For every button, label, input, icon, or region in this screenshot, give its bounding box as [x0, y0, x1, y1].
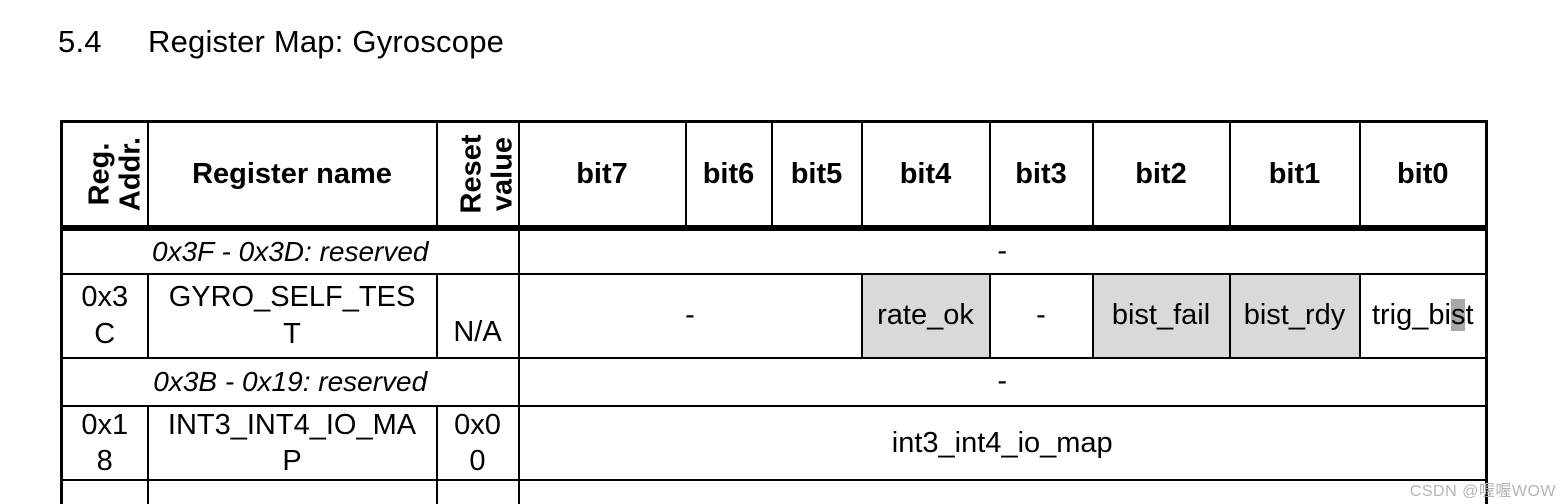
row-next-partial: [60, 479, 1488, 504]
header-bit3: bit3: [988, 120, 1094, 231]
bit3-cell: -: [988, 272, 1094, 359]
reserved-bits-cell: -: [517, 226, 1488, 275]
section-heading: 5.4 Register Map: Gyroscope: [58, 24, 504, 60]
header-bit2: bit2: [1091, 120, 1231, 231]
header-register-name: Register name: [146, 120, 438, 231]
reset-value-cell: [435, 479, 520, 504]
reserved-range-label: 0x3F - 0x3D: reserved: [60, 226, 520, 275]
register-name-cell: GYRO_SELF_TEST: [146, 272, 438, 359]
bit1-bist-rdy-cell: bist_rdy: [1228, 272, 1361, 359]
watermark-text: CSDN @喔喔WOW: [1409, 483, 1556, 500]
row-reserved-3b-19: 0x3B - 0x19: reserved -: [60, 356, 1488, 407]
bit4-rate-ok-cell: rate_ok: [860, 272, 991, 359]
header-bit7: bit7: [517, 120, 687, 231]
table-header-row: Reg. Addr. Register name Reset value bit…: [60, 120, 1488, 231]
reg-addr-cell: [60, 479, 149, 504]
bit0-trig-bist-cell: trig_bist: [1358, 272, 1488, 359]
section-number: 5.4: [58, 24, 102, 59]
register-name-cell: [146, 479, 438, 504]
row-gyro-self-test: 0x3C GYRO_SELF_TEST N/A - rate_ok - bist…: [60, 272, 1488, 359]
bits-merged-cell: [517, 479, 1488, 504]
header-bit4: bit4: [860, 120, 991, 231]
bit2-bist-fail-cell: bist_fail: [1091, 272, 1231, 359]
header-reset-value: Reset value: [435, 120, 520, 231]
register-map-table: Reg. Addr. Register name Reset value bit…: [60, 120, 1488, 504]
header-bit5: bit5: [770, 120, 863, 231]
trig-bist-suffix: t: [1465, 299, 1474, 332]
row-reserved-3f-3d: 0x3F - 0x3D: reserved -: [60, 226, 1488, 275]
reserved-bits-cell: -: [517, 356, 1488, 407]
bits-merged-cell: int3_int4_io_map: [517, 404, 1488, 481]
trig-bist-prefix: trig_bi: [1371, 299, 1451, 332]
section-title-text: Register Map: Gyroscope: [148, 24, 505, 59]
header-reg-addr-label: Reg. Addr.: [83, 136, 146, 211]
row-int3-int4-io-map: 0x18 INT3_INT4_IO_MAP 0x00 int3_int4_io_…: [60, 404, 1488, 481]
bits7-5-cell: -: [517, 272, 863, 359]
register-name-cell: INT3_INT4_IO_MAP: [146, 404, 438, 481]
header-bit0: bit0: [1358, 120, 1488, 231]
reg-addr-cell: 0x18: [60, 404, 149, 481]
header-reg-addr: Reg. Addr.: [60, 120, 149, 231]
reset-value-cell: N/A: [435, 272, 520, 359]
header-bit6: bit6: [684, 120, 773, 231]
trig-bist-highlighted-char: s: [1450, 299, 1466, 332]
header-bit1: bit1: [1228, 120, 1361, 231]
reserved-range-label: 0x3B - 0x19: reserved: [60, 356, 520, 407]
reg-addr-cell: 0x3C: [60, 272, 149, 359]
reset-value-cell: 0x00: [435, 404, 520, 481]
header-reset-value-label: Reset value: [455, 134, 519, 214]
